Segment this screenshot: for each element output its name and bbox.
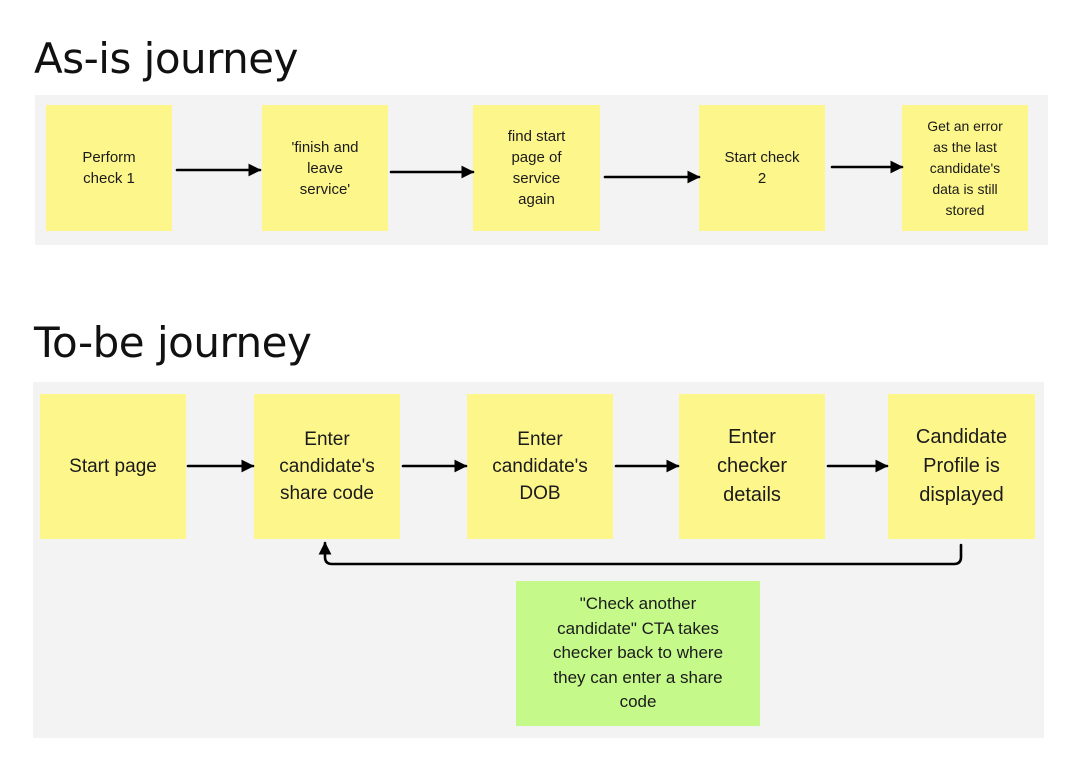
to-be-note-label: Candidate Profile is displayed: [915, 426, 1008, 506]
to-be-note-enter-dob[interactable]: Enter candidate's DOB: [467, 394, 613, 539]
as-is-note-label: 'finish and leave service': [291, 138, 359, 198]
to-be-note-label: Start page: [69, 456, 157, 477]
to-be-note-check-another-candidate[interactable]: "Check another candidate" CTA takes chec…: [516, 581, 760, 726]
to-be-loop-back-arrow: [318, 541, 963, 566]
as-is-note-label: Start check 2: [724, 149, 800, 187]
as-is-note-label: find start page of service again: [507, 128, 566, 208]
as-is-heading: As-is journey: [34, 34, 299, 83]
as-is-note-finish-and-leave[interactable]: 'finish and leave service': [262, 105, 388, 231]
as-is-note-label: Perform check 1: [82, 149, 136, 187]
to-be-callout-label: "Check another candidate" CTA takes chec…: [552, 594, 724, 712]
to-be-note-start-page[interactable]: Start page: [40, 394, 186, 539]
to-be-note-label: Enter candidate's DOB: [492, 429, 588, 504]
to-be-note-candidate-profile[interactable]: Candidate Profile is displayed: [888, 394, 1035, 539]
as-is-note-perform-check-1[interactable]: Perform check 1: [46, 105, 172, 231]
as-is-note-start-check-2[interactable]: Start check 2: [699, 105, 825, 231]
to-be-note-enter-share-code[interactable]: Enter candidate's share code: [254, 394, 400, 539]
as-is-note-label: Get an error as the last candidate's dat…: [927, 117, 1003, 218]
as-is-note-find-start-page[interactable]: find start page of service again: [473, 105, 600, 231]
to-be-note-label: Enter candidate's share code: [279, 429, 375, 504]
to-be-heading: To-be journey: [34, 318, 312, 367]
to-be-note-label: Enter checker details: [716, 426, 788, 506]
to-be-note-enter-checker-details[interactable]: Enter checker details: [679, 394, 825, 539]
as-is-note-get-an-error[interactable]: Get an error as the last candidate's dat…: [902, 105, 1028, 231]
